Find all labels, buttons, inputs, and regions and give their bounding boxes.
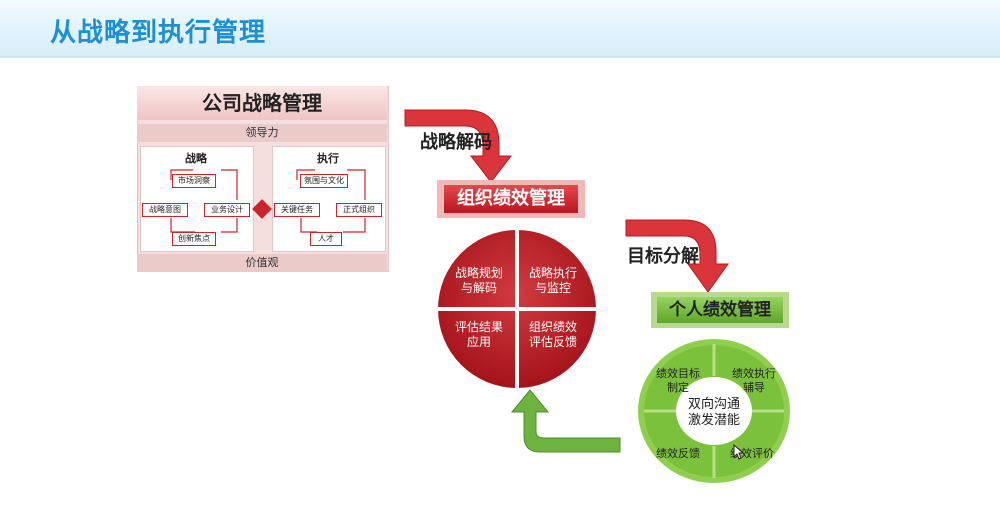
org-quadrant-evaluation-feedback: 组织绩效 评估反馈: [528, 320, 577, 349]
company-strategy-title: 公司战略管理: [137, 86, 387, 120]
target-arrow-icon: [625, 219, 729, 293]
values-bar: 价值观: [137, 254, 387, 272]
strategy-item-market-insight: 市场洞察: [172, 174, 216, 188]
individual-segment-goal-setting: 绩效目标 制定: [656, 367, 700, 394]
page-title: 从战略到执行管理: [50, 18, 267, 48]
feedback-return-arrow-icon: [510, 389, 621, 453]
mouse-cursor-icon: [733, 444, 745, 460]
org-cycle-circle: [438, 230, 596, 388]
strategy-item-strategic-intent: 战略意图: [142, 203, 188, 217]
individual-cycle-ring: [638, 339, 790, 483]
individual-segment-coaching: 绩效执行 辅导: [732, 367, 776, 394]
strategy-item-innovation-focus: 创新焦点: [172, 232, 216, 246]
org-performance-title: 组织绩效管理: [444, 185, 578, 213]
strategy-decode-label: 战略解码: [420, 132, 492, 153]
decode-arrow-icon: [404, 109, 513, 183]
individual-segment-evaluation: 绩效评价: [730, 447, 774, 460]
execution-item-talent: 人才: [310, 232, 342, 246]
org-quadrant-execution: 战略执行 与监控: [528, 266, 577, 295]
execution-item-culture: 氛围与文化: [300, 174, 348, 188]
individual-segment-feedback: 绩效反馈: [656, 447, 700, 460]
individual-center-text: 双向沟通 激发潜能: [687, 397, 740, 428]
target-decomposition-label: 目标分解: [627, 246, 699, 267]
org-quadrant-result-application: 评估结果 应用: [454, 320, 503, 349]
leadership-bar: 领导力: [137, 124, 387, 142]
execution-item-key-tasks: 关键任务: [274, 203, 320, 217]
strategy-panel-title: 战略: [185, 152, 207, 165]
org-quadrant-planning: 战略规划 与解码: [454, 266, 503, 295]
execution-panel-title: 执行: [317, 152, 339, 165]
strategy-item-business-design: 业务设计: [204, 203, 250, 217]
individual-performance-title: 个人绩效管理: [657, 297, 783, 323]
execution-item-formal-org: 正式组织: [336, 203, 382, 217]
header-banner: 从战略到执行管理: [0, 0, 1000, 58]
